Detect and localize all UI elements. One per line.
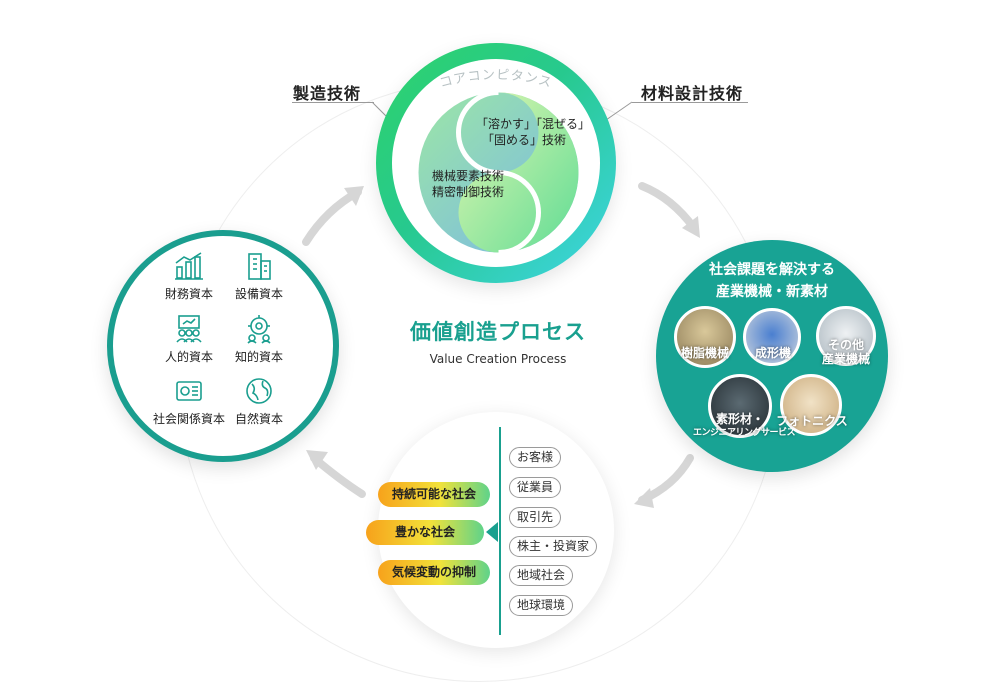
product-resin-machinery [674, 306, 736, 368]
core-text-solidify: 「固める」技術 [482, 133, 567, 147]
people-icon [176, 315, 202, 343]
capitals-circle [107, 230, 339, 462]
core-text-mechanical: 機械要素技術 [432, 169, 505, 183]
product-molding-machine [743, 308, 801, 366]
connector-left [292, 102, 374, 103]
stakeholder-suppliers: 取引先 [509, 507, 562, 528]
stakeholder-shareholders: 株主・投資家 [509, 536, 598, 557]
svg-text:コアコンピタンス: コアコンピタンス [438, 68, 554, 91]
product-label-photonics: フォトニクス [776, 414, 848, 428]
page-subtitle: Value Creation Process [429, 352, 567, 366]
arrow-bottom-to-left [306, 450, 366, 498]
capital-natural: 自然資本 [219, 376, 299, 427]
outcome-climate-change-mitigation: 気候変動の抑制 [378, 560, 490, 585]
product-label-resin: 樹脂機械 [680, 346, 729, 360]
outcomes-pointer [486, 522, 498, 542]
capital-social: 社会関係資本 [149, 376, 229, 427]
stakeholder-environment: 地球環境 [509, 595, 574, 616]
stakeholder-customers: お客様 [509, 447, 562, 468]
connector-right-diagonal [605, 101, 633, 121]
finance-chart-icon [175, 252, 203, 280]
arrow-left-to-top [302, 186, 364, 246]
arrow-top-to-right [638, 182, 700, 238]
outcomes-divider [499, 427, 501, 635]
product-castings-engineering [708, 374, 772, 438]
capital-finance: 財務資本 [149, 251, 229, 302]
handshake-icon [176, 381, 202, 401]
product-label-castings: 素形材・ エンジニアリングサービス [693, 412, 796, 438]
outcome-sustainable-society: 持続可能な社会 [378, 482, 490, 507]
label-material-design-tech: 材料設計技術 [641, 84, 744, 103]
core-text-precision-control: 精密制御技術 [432, 185, 505, 199]
product-photonics [780, 374, 842, 436]
stakeholder-community: 地域社会 [509, 565, 574, 586]
core-yin-yang-graphic [418, 90, 579, 255]
product-other-industrial [816, 306, 876, 366]
products-title: 社会課題を解決する 産業機械・新素材 [709, 262, 835, 300]
stakeholder-employees: 従業員 [509, 477, 562, 498]
building-icon [248, 253, 271, 280]
capital-equipment: 設備資本 [219, 251, 299, 302]
connector-right [632, 102, 748, 103]
core-competence-arc-title: コアコンピタンス [438, 68, 554, 91]
brain-gear-icon [247, 315, 271, 344]
capital-intellectual: 知的資本 [219, 314, 299, 365]
outcome-prosperous-society: 豊かな社会 [366, 520, 484, 545]
product-label-other: その他 産業機械 [821, 338, 870, 366]
page-title: 価値創造プロセス [410, 320, 586, 344]
arrow-right-to-bottom [634, 454, 694, 508]
capital-human: 人的資本 [149, 314, 229, 365]
label-manufacturing-tech: 製造技術 [293, 84, 362, 103]
globe-icon [246, 378, 272, 404]
product-label-molding: 成形機 [754, 346, 791, 360]
core-text-melt-mix: 「溶かす」「混ぜる」 [476, 117, 591, 131]
